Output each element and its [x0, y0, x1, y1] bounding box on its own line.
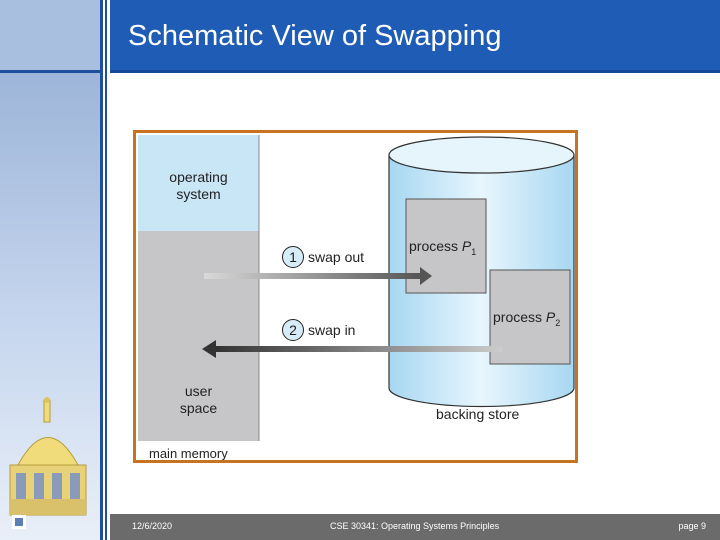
header-underline	[110, 70, 720, 73]
swap-out-label: swap out	[308, 249, 365, 265]
p1-letter: P	[461, 238, 472, 254]
process-p1-label: process P1	[409, 238, 476, 257]
left-strip-top	[0, 0, 100, 72]
process-p2-box	[489, 269, 571, 365]
left-decorative-strip	[0, 0, 100, 540]
os-label-line2: system	[176, 186, 221, 202]
footer-page-number: page 9	[678, 521, 706, 531]
user-label-line2: space	[179, 400, 218, 416]
p2-letter: P	[545, 309, 556, 325]
step-2-badge: 2	[282, 319, 304, 341]
backing-store-label: backing store	[436, 406, 520, 422]
p1-subscript: 1	[471, 246, 477, 257]
step-1-badge: 1	[282, 246, 304, 268]
p2-word: process	[493, 309, 543, 325]
slide-header: Schematic View of Swapping	[110, 0, 720, 72]
golden-dome-logo	[9, 397, 87, 516]
swap-in-arrow	[216, 346, 502, 352]
swapping-diagram: operating system user space main memory …	[133, 130, 578, 463]
user-space-label: user space	[156, 383, 241, 417]
footer-course: CSE 30341: Operating Systems Principles	[330, 521, 500, 531]
p2-subscript: 2	[555, 317, 561, 328]
slide-footer: 12/6/2020 CSE 30341: Operating Systems P…	[110, 514, 720, 540]
user-region	[138, 231, 259, 441]
main-memory-label: main memory	[149, 446, 228, 461]
left-strip-divider	[0, 70, 100, 73]
os-region	[138, 135, 259, 231]
user-label-line1: user	[184, 383, 213, 399]
os-label-line1: operating	[169, 169, 228, 185]
swap-out-arrow	[204, 273, 420, 279]
swap-in-label: swap in	[308, 322, 356, 338]
p1-word: process	[409, 238, 459, 254]
process-p2-label: process P2	[493, 309, 560, 328]
slide-title: Schematic View of Swapping	[128, 20, 502, 52]
corner-square	[12, 515, 26, 529]
os-label: operating system	[156, 169, 241, 203]
vertical-rule	[100, 0, 110, 540]
diagram-graphics	[138, 135, 575, 441]
footer-date: 12/6/2020	[132, 521, 173, 531]
